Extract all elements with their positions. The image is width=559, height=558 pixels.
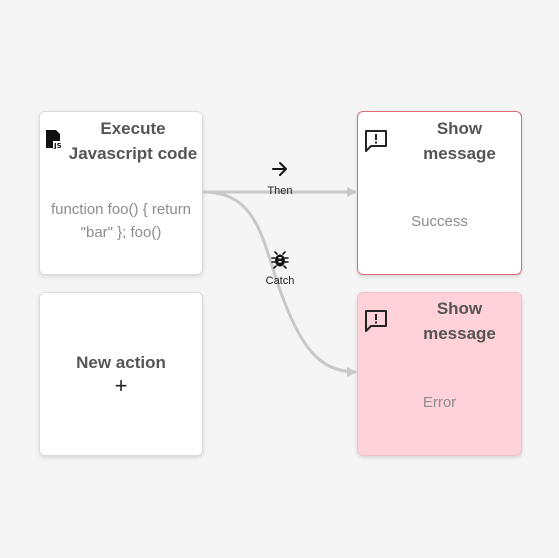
catch-connector[interactable] — [202, 190, 357, 377]
error-node-title: Show message — [423, 299, 496, 343]
add-action-plus-icon[interactable]: + — [114, 373, 128, 398]
arrow-right-icon — [270, 159, 290, 179]
bug-icon — [270, 249, 290, 269]
success-node-body: Success — [411, 213, 468, 230]
then-label[interactable]: Then — [267, 185, 293, 197]
new-action-title: New action — [76, 353, 166, 372]
show-message-success-node[interactable]: Show message Success — [357, 111, 522, 275]
svg-text:JS: JS — [53, 142, 61, 149]
execute-node-title: Execute Javascript code — [68, 119, 198, 163]
message-alert-icon — [364, 309, 388, 333]
success-node-title: Show message — [423, 119, 496, 163]
show-message-error-node[interactable]: Show message Error — [357, 292, 522, 456]
execute-javascript-node[interactable]: JS Execute Javascript code function foo(… — [39, 111, 203, 275]
execute-node-code: function foo() { return "bar" }; foo() — [50, 201, 192, 241]
catch-label[interactable]: Catch — [265, 275, 295, 287]
javascript-file-icon: JS — [45, 129, 69, 153]
message-alert-icon — [364, 129, 388, 153]
new-action-node[interactable]: New action + — [39, 292, 203, 456]
error-node-body: Error — [422, 394, 457, 411]
